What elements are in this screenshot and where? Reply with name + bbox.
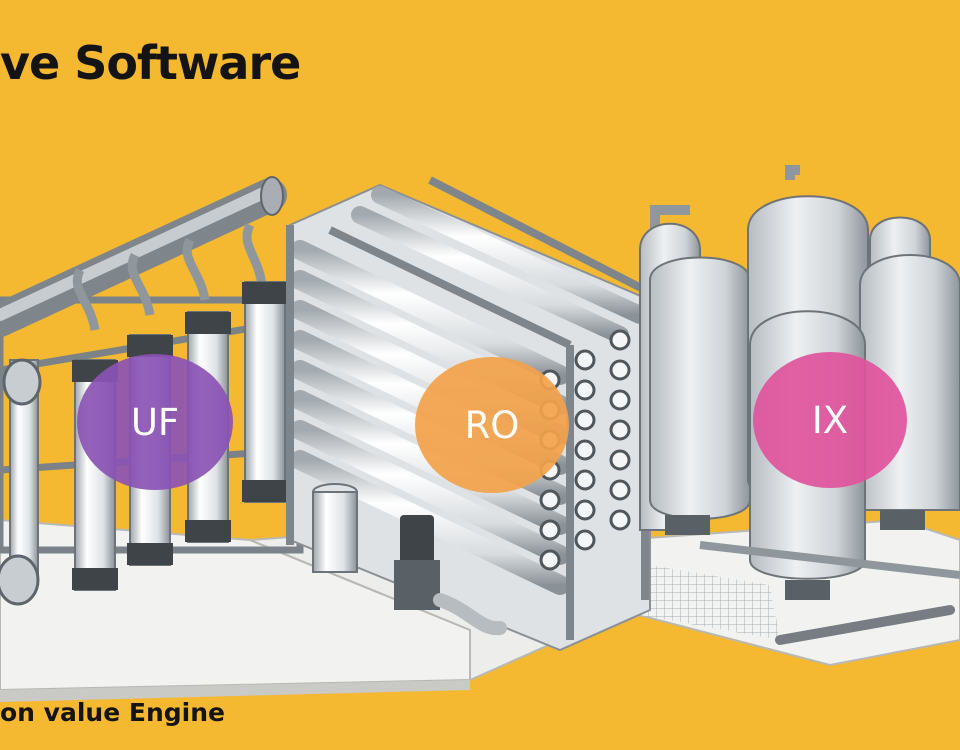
ix-label-text: IX [812,399,848,442]
ro-label-text: RO [465,404,520,447]
ro-label: RO [415,357,569,493]
uf-label-text: UF [131,401,179,444]
outlet-pipe [775,605,955,645]
footer-text: on value Engine [0,698,225,727]
headline-text: ve Software [0,36,301,90]
floor-grate [620,560,780,640]
uf-label: UF [77,354,233,490]
feed-pump [312,483,507,636]
ix-label: IX [753,352,907,488]
